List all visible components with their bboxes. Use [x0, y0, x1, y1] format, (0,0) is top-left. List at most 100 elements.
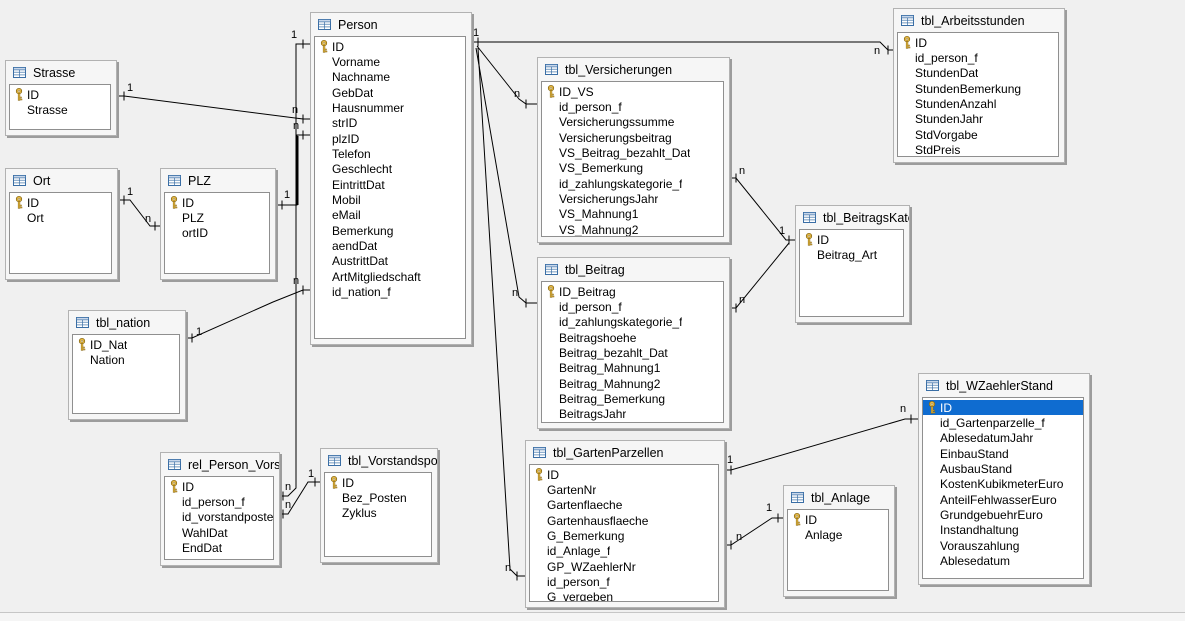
- relationship-line-tbl_Beitrag-tbl_BeitragsKateg[interactable]: [730, 242, 790, 309]
- field-row-id_person_f[interactable]: id_person_f: [542, 99, 723, 114]
- field-row-Bez_Posten[interactable]: Bez_Posten: [325, 490, 431, 505]
- relationship-line-Person-tbl_Arbeitsstunden[interactable]: [472, 41, 893, 51]
- field-row-Strasse[interactable]: Strasse: [10, 102, 110, 117]
- field-row-ID_Beitrag[interactable]: ID_Beitrag: [542, 284, 723, 299]
- field-row-Vorname[interactable]: Vorname: [315, 54, 465, 69]
- field-row-ID[interactable]: ID: [800, 232, 903, 247]
- relationship-line-Ort-PLZ[interactable]: [118, 199, 160, 227]
- field-row-ID[interactable]: ID: [788, 512, 888, 527]
- field-row-ID[interactable]: ID: [315, 39, 465, 54]
- field-row-Mobil[interactable]: Mobil: [315, 192, 465, 207]
- relationship-line-tbl_GartenParzellen-tbl_Anlage[interactable]: [725, 517, 783, 546]
- field-row-Beitragshoehe[interactable]: Beitragshoehe: [542, 330, 723, 345]
- field-row-ID[interactable]: ID: [898, 35, 1058, 50]
- field-row-Versicherungssumme[interactable]: Versicherungssumme: [542, 115, 723, 130]
- field-row-aendDat[interactable]: aendDat: [315, 238, 465, 253]
- field-row-StdVorgabe[interactable]: StdVorgabe: [898, 127, 1058, 142]
- field-row-ID[interactable]: ID: [10, 195, 111, 210]
- table-header[interactable]: PLZ: [161, 169, 275, 192]
- field-row-PLZ[interactable]: PLZ: [165, 210, 269, 225]
- field-row-id_Gartenparzelle_f[interactable]: id_Gartenparzelle_f: [923, 415, 1083, 430]
- relationship-line-tbl_nation-Person[interactable]: [186, 289, 310, 339]
- table-header[interactable]: tbl_GartenParzellen: [526, 441, 724, 464]
- field-row-GP_WZaehlerNr[interactable]: GP_WZaehlerNr: [530, 559, 718, 574]
- field-row-AusbauStand[interactable]: AusbauStand: [923, 461, 1083, 476]
- field-row-Telefon[interactable]: Telefon: [315, 146, 465, 161]
- field-row-StundenDat[interactable]: StundenDat: [898, 66, 1058, 81]
- field-row-Instandhaltung[interactable]: Instandhaltung: [923, 523, 1083, 538]
- field-row-Bemerkung[interactable]: Bemerkung: [315, 223, 465, 238]
- table-header[interactable]: tbl_Vorstandspos: [321, 449, 437, 472]
- relationship-line-tbl_Vorstandspos-rel_Person_Vorsta[interactable]: [280, 481, 320, 515]
- table-header[interactable]: Ort: [6, 169, 117, 192]
- field-row-ID[interactable]: ID: [325, 475, 431, 490]
- field-row-GrundgebuehrEuro[interactable]: GrundgebuehrEuro: [923, 507, 1083, 522]
- field-row-ArtMitgliedschaft[interactable]: ArtMitgliedschaft: [315, 269, 465, 284]
- field-row-StundenBemerkung[interactable]: StundenBemerkung: [898, 81, 1058, 96]
- field-row-Ort[interactable]: Ort: [10, 210, 111, 225]
- field-row-id_person_f[interactable]: id_person_f: [898, 50, 1058, 65]
- relationship-line-Person-tbl_Versicherungen[interactable]: [476, 45, 537, 105]
- field-row-AnteilFehlwasserEuro[interactable]: AnteilFehlwasserEuro: [923, 492, 1083, 507]
- field-row-Beitrag_Mahnung1[interactable]: Beitrag_Mahnung1: [542, 361, 723, 376]
- table-header[interactable]: tbl_nation: [69, 311, 185, 334]
- field-row-ID[interactable]: ID: [923, 400, 1083, 416]
- field-row-ID_VS[interactable]: ID_VS: [542, 84, 723, 99]
- field-row-BeitragsJahr[interactable]: BeitragsJahr: [542, 407, 723, 422]
- field-row-VS_Mahnung2[interactable]: VS_Mahnung2: [542, 222, 723, 236]
- field-row-strID[interactable]: strID: [315, 116, 465, 131]
- field-row-id_zahlungskategorie_f[interactable]: id_zahlungskategorie_f: [542, 315, 723, 330]
- table-header[interactable]: Person: [311, 13, 471, 36]
- field-row-Ablesedatum[interactable]: Ablesedatum: [923, 553, 1083, 568]
- relationship-line-Person-tbl_GartenParzellen[interactable]: [477, 47, 525, 577]
- field-row-eMail[interactable]: eMail: [315, 208, 465, 223]
- field-row-plzID[interactable]: plzID: [315, 131, 465, 146]
- table-header[interactable]: tbl_WZaehlerStand: [919, 374, 1089, 397]
- field-row-id_vorstandposte[interactable]: id_vorstandposte: [165, 510, 273, 525]
- field-row-ID[interactable]: ID: [165, 195, 269, 210]
- field-row-Beitrag_Art[interactable]: Beitrag_Art: [800, 247, 903, 262]
- field-row-VS_Beitrag_bezahlt_Dat[interactable]: VS_Beitrag_bezahlt_Dat: [542, 145, 723, 160]
- field-row-G_vergeben[interactable]: G_vergeben: [530, 590, 718, 601]
- field-row-Zyklus[interactable]: Zyklus: [325, 506, 431, 521]
- field-row-Nachname[interactable]: Nachname: [315, 70, 465, 85]
- field-row-GebDat[interactable]: GebDat: [315, 85, 465, 100]
- relationship-line-Person-tbl_Beitrag[interactable]: [475, 47, 537, 304]
- field-row-KostenKubikmeterEuro[interactable]: KostenKubikmeterEuro: [923, 477, 1083, 492]
- field-row-ID_Nat[interactable]: ID_Nat: [73, 337, 179, 352]
- field-row-id_person_f[interactable]: id_person_f: [165, 494, 273, 509]
- field-row-Versicherungsbeitrag[interactable]: Versicherungsbeitrag: [542, 130, 723, 145]
- relationship-line-tbl_GartenParzellen-tbl_WZaehlerStand[interactable]: [725, 418, 918, 471]
- table-header[interactable]: Strasse: [6, 61, 116, 84]
- field-row-Gartenflaeche[interactable]: Gartenflaeche: [530, 498, 718, 513]
- field-row-EndDat[interactable]: EndDat: [165, 540, 273, 555]
- field-row-id_nation_f[interactable]: id_nation_f: [315, 285, 465, 300]
- relationship-line-Person-rel_Person_Vorsta[interactable]: [280, 43, 310, 497]
- field-row-EintrittDat[interactable]: EintrittDat: [315, 177, 465, 192]
- field-row-EinbauStand[interactable]: EinbauStand: [923, 446, 1083, 461]
- field-row-ID[interactable]: ID: [530, 467, 718, 482]
- field-row-Beitrag_Mahnung2[interactable]: Beitrag_Mahnung2: [542, 376, 723, 391]
- table-header[interactable]: tbl_Arbeitsstunden: [894, 9, 1064, 32]
- field-row-VS_Bemerkung[interactable]: VS_Bemerkung: [542, 161, 723, 176]
- relationship-line-Strasse-Person[interactable]: [117, 95, 310, 120]
- table-header[interactable]: tbl_Anlage: [784, 486, 894, 509]
- field-row-VS_Mahnung1[interactable]: VS_Mahnung1: [542, 207, 723, 222]
- field-row-WahlDat[interactable]: WahlDat: [165, 525, 273, 540]
- field-row-Vorauszahlung[interactable]: Vorauszahlung: [923, 538, 1083, 553]
- table-header[interactable]: rel_Person_Vorsta: [161, 453, 279, 476]
- field-row-ID[interactable]: ID: [10, 87, 110, 102]
- field-row-AblesedatumJahr[interactable]: AblesedatumJahr: [923, 431, 1083, 446]
- table-header[interactable]: tbl_Versicherungen: [538, 58, 729, 81]
- field-row-ID[interactable]: ID: [165, 479, 273, 494]
- field-row-VersicherungsJahr[interactable]: VersicherungsJahr: [542, 191, 723, 206]
